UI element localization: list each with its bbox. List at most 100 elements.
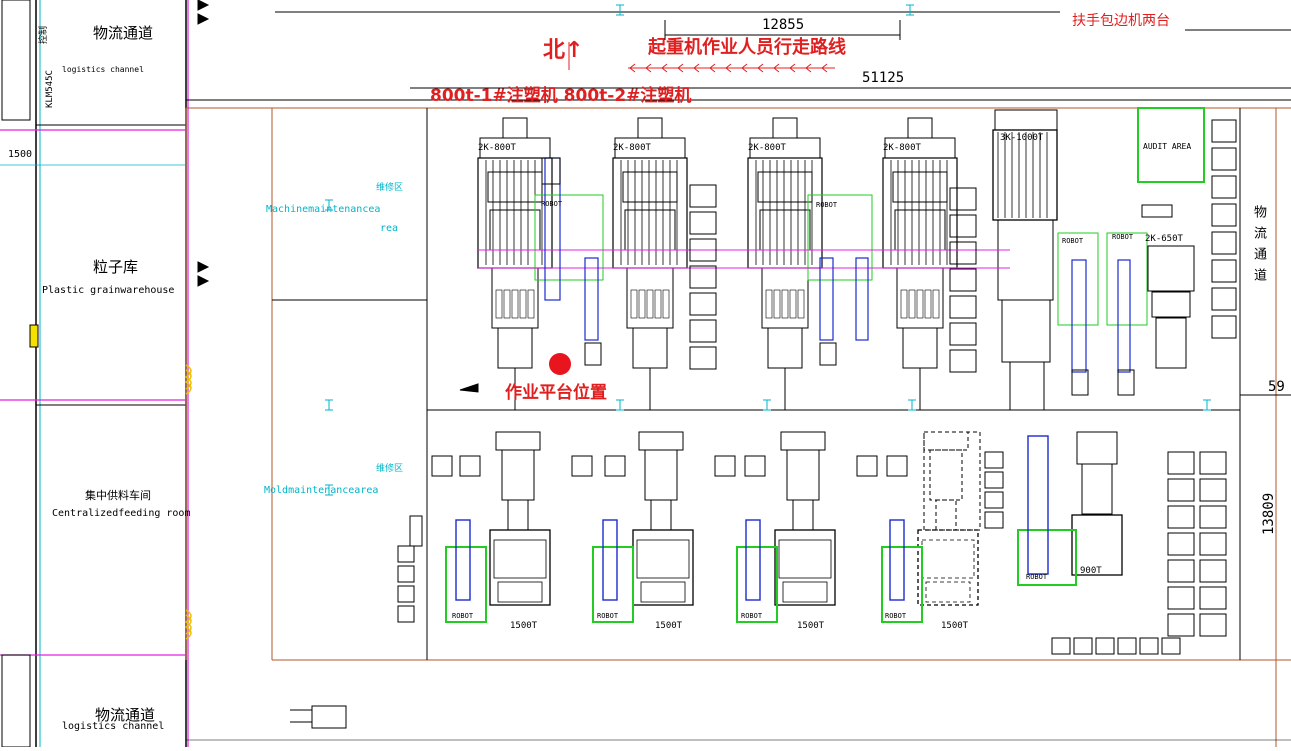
machine-cell bbox=[765, 289, 773, 319]
machine-neck bbox=[507, 499, 529, 531]
mould-box bbox=[1167, 613, 1195, 637]
machine-cell bbox=[646, 289, 654, 319]
feeding-room-en: Centralizedfeeding room bbox=[52, 508, 191, 519]
machine-base bbox=[632, 529, 694, 606]
machine-head bbox=[923, 431, 969, 451]
machine-head bbox=[907, 117, 933, 139]
mould-box bbox=[689, 265, 717, 289]
machine-cell bbox=[908, 289, 916, 319]
equipment-box bbox=[984, 451, 1004, 469]
robot-arm bbox=[889, 519, 905, 601]
crane-path-arrowhead bbox=[789, 67, 796, 73]
machine-cell bbox=[662, 289, 670, 319]
machine-head bbox=[1076, 431, 1118, 465]
machine-tail bbox=[902, 327, 938, 369]
equipment-box bbox=[856, 455, 878, 477]
machine-head bbox=[637, 117, 663, 139]
mould-box bbox=[949, 295, 977, 319]
mould-box bbox=[1199, 451, 1227, 475]
logistics-bottom-en: logistics channel bbox=[62, 721, 165, 732]
machine-base bbox=[917, 529, 979, 606]
machine-platen bbox=[636, 539, 690, 579]
robot-base bbox=[819, 342, 837, 366]
machine-unit bbox=[626, 267, 674, 329]
robot-frame bbox=[445, 546, 487, 623]
machine-head bbox=[502, 117, 528, 139]
crane-path-arrowhead bbox=[773, 63, 780, 69]
mould-box bbox=[1211, 175, 1237, 199]
crane-path-arrowhead bbox=[789, 63, 796, 69]
crane-icon bbox=[197, 13, 210, 25]
machine-label-top: 3K-1000T bbox=[1000, 133, 1044, 143]
robot-arm bbox=[819, 257, 834, 341]
robot-label: ROBOT bbox=[741, 612, 763, 620]
robot-arm bbox=[1071, 259, 1087, 373]
machine-tail bbox=[1155, 317, 1187, 369]
machine-cell bbox=[789, 289, 797, 319]
machine-label-bottom: 900T bbox=[1080, 566, 1102, 576]
machine-platen bbox=[921, 539, 975, 579]
equipment-box bbox=[1161, 637, 1181, 655]
logistics-top-cn: 物流通道 bbox=[93, 24, 154, 42]
crane-path-arrowhead bbox=[629, 67, 636, 73]
machine-label-top: 2K-800T bbox=[748, 143, 786, 153]
robot-frame bbox=[592, 546, 634, 623]
robot-frame bbox=[881, 546, 923, 623]
audit-area-label: AUDIT AREA bbox=[1143, 142, 1192, 151]
crane-icon bbox=[197, 0, 210, 11]
crane-path-arrowhead bbox=[709, 67, 716, 73]
crane-path-arrowhead bbox=[725, 63, 732, 69]
machine-neck bbox=[650, 499, 672, 531]
mould-box bbox=[689, 238, 717, 262]
robot-frame bbox=[1057, 232, 1099, 326]
machine-cell bbox=[900, 289, 908, 319]
machine-neck bbox=[935, 499, 957, 531]
machine-clamp bbox=[894, 209, 946, 251]
equipment-box bbox=[1051, 637, 1071, 655]
crane-path-arrowhead bbox=[805, 67, 812, 73]
machine-platen bbox=[778, 539, 832, 579]
machine-cell bbox=[916, 289, 924, 319]
crane-path-label: 起重机作业人员行走路线 bbox=[648, 37, 846, 58]
machine-clamp bbox=[757, 171, 813, 203]
equipment-box bbox=[1095, 637, 1115, 655]
mould-box bbox=[1167, 559, 1195, 583]
crane-path-arrowhead bbox=[741, 63, 748, 69]
mould-box bbox=[1211, 119, 1237, 143]
machine-label-bottom: 1500T bbox=[655, 621, 683, 631]
machine-cell bbox=[511, 289, 519, 319]
machine-maint-en: Machinemaintenancea bbox=[266, 204, 381, 215]
machine-body bbox=[612, 157, 688, 269]
left-cn: 控制 bbox=[39, 25, 49, 44]
machine-cell bbox=[638, 289, 646, 319]
robot-frame bbox=[1017, 529, 1077, 586]
machine-clamp bbox=[489, 209, 541, 251]
machine-neck bbox=[792, 499, 814, 531]
equipment-box bbox=[1139, 637, 1159, 655]
mould-box bbox=[1167, 451, 1195, 475]
platform-marker bbox=[549, 353, 571, 375]
machine-foot bbox=[925, 581, 971, 603]
machine-head bbox=[994, 109, 1058, 131]
machine-cell bbox=[654, 289, 662, 319]
crane-path-arrowhead bbox=[629, 63, 636, 69]
mould-box bbox=[689, 346, 717, 370]
mold-maint-cn: 维修区 bbox=[376, 464, 404, 474]
machine-cell bbox=[503, 289, 511, 319]
dimension-1500: 1500 bbox=[8, 149, 33, 160]
machine-tail bbox=[497, 327, 533, 369]
crane-icon bbox=[197, 261, 210, 273]
equipment-box bbox=[459, 455, 481, 477]
machine-cell bbox=[932, 289, 940, 319]
mould-box bbox=[689, 319, 717, 343]
logistics-top-en: logistics channel bbox=[62, 65, 144, 74]
handrail-label: 扶手包边机两台 bbox=[1072, 13, 1170, 29]
equipment-box bbox=[1073, 637, 1093, 655]
mould-box bbox=[1211, 203, 1237, 227]
robot-arm bbox=[602, 519, 618, 601]
machine-maint-en2: rea bbox=[380, 223, 399, 234]
robot-base bbox=[541, 157, 561, 185]
machine-unit bbox=[761, 267, 809, 329]
mould-box bbox=[1211, 147, 1237, 171]
machine-clamp bbox=[892, 171, 948, 203]
